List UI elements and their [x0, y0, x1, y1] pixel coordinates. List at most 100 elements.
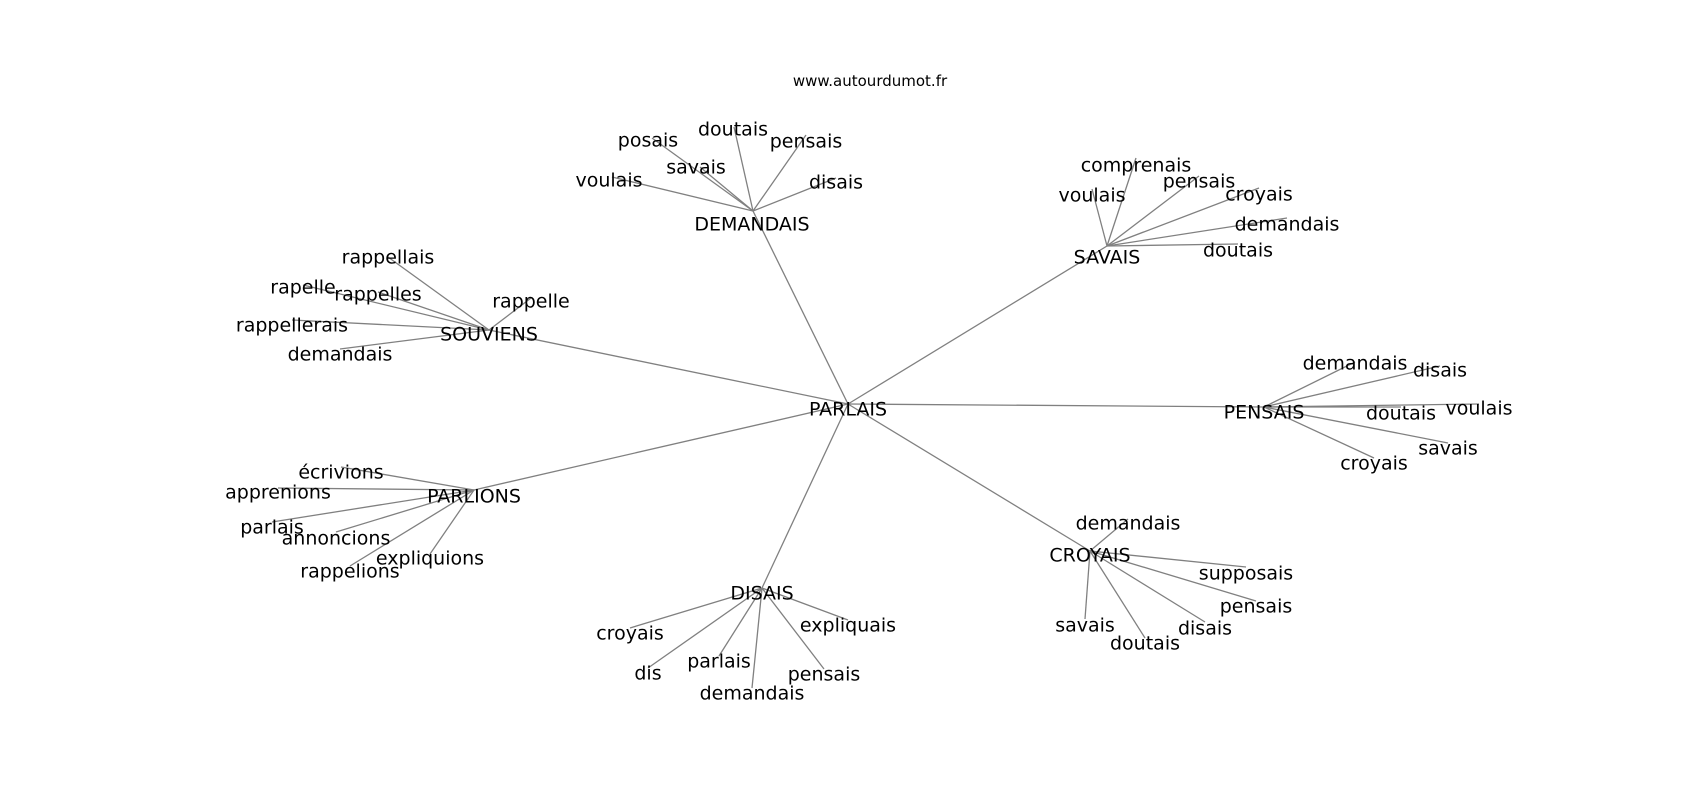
edge-savais-0: [1106, 157, 1137, 247]
leaf-label: voulais: [1445, 398, 1512, 420]
edge-demandais-1: [651, 137, 754, 212]
edge-savais-1: [1091, 188, 1108, 247]
edge-croyais-4: [1089, 550, 1146, 639]
hub-label-souviens: SOUVIENS: [440, 324, 538, 346]
edge-disais-4: [761, 587, 825, 670]
labels: voulaisposaissavaisdoutaispensaisdisaisD…: [225, 119, 1512, 705]
edge-center-souviens: [488, 329, 849, 405]
leaf-label: croyais: [596, 623, 664, 645]
edge-center-parlions: [473, 403, 849, 491]
edge-parlions-4: [429, 489, 475, 555]
leaf-label: supposais: [1199, 563, 1293, 585]
leaf-label: doutais: [1203, 240, 1273, 262]
leaf-label: parlais: [240, 517, 304, 539]
leaf-label: rappellerais: [236, 315, 348, 337]
leaf-label: parlais: [687, 651, 751, 673]
leaf-label: apprenions: [225, 482, 331, 504]
edge-pensais-1: [1263, 365, 1441, 408]
edge-parlions-1: [277, 487, 475, 491]
edge-souviens-5: [339, 329, 490, 350]
leaf-label: dis: [634, 663, 661, 685]
edge-demandais-0: [611, 176, 754, 212]
leaf-label: disais: [1413, 360, 1467, 382]
leaf-label: doutais: [1366, 403, 1436, 425]
leaf-label: rappelle: [492, 291, 570, 313]
edge-croyais-0: [1089, 518, 1129, 552]
leaf-label: annoncions: [282, 528, 391, 550]
edge-demandais-4: [752, 134, 807, 212]
leaf-label: doutais: [1110, 633, 1180, 655]
leaf-label: savais: [666, 157, 726, 179]
leaf-label: posais: [618, 130, 678, 152]
leaf-label: rappelions: [300, 561, 399, 583]
leaf-label: voulais: [575, 170, 642, 192]
edge-croyais-5: [1084, 550, 1091, 620]
edge-croyais-1: [1089, 550, 1247, 568]
edge-pensais-4: [1263, 406, 1449, 444]
hub-label-disais: DISAIS: [730, 583, 793, 605]
edge-croyais-2: [1089, 550, 1257, 602]
edge-center-savais: [847, 245, 1108, 405]
leaf-label: expliquions: [376, 548, 484, 570]
edge-souviens-3: [488, 297, 532, 331]
edge-souviens-2: [377, 291, 490, 331]
leaf-label: voulais: [1058, 185, 1125, 207]
edge-disais-3: [718, 587, 763, 657]
source-watermark: www.autourdumot.fr: [792, 72, 948, 90]
edge-center-pensais: [847, 403, 1265, 408]
edge-disais-2: [647, 587, 763, 669]
edge-disais-0: [629, 587, 763, 629]
edge-demandais-2: [699, 166, 754, 212]
leaf-label: savais: [1418, 438, 1478, 460]
edge-center-disais: [761, 403, 849, 589]
edge-savais-4: [1106, 217, 1288, 247]
leaf-label: croyais: [1340, 453, 1408, 475]
leaf-label: croyais: [1225, 184, 1293, 206]
leaf-label: expliquais: [800, 615, 896, 637]
edge-savais-3: [1106, 187, 1260, 247]
leaf-label: pensais: [1163, 171, 1236, 193]
leaf-label: pensais: [788, 664, 861, 686]
center-label: PARLAIS: [809, 399, 887, 421]
edge-souviens-4: [291, 319, 490, 331]
edge-savais-2: [1106, 175, 1200, 247]
leaf-label: pensais: [1220, 596, 1293, 618]
leaf-label: écrivions: [298, 462, 383, 484]
edge-demandais-5: [752, 177, 837, 212]
hub-label-croyais: CROYAIS: [1049, 545, 1130, 567]
edges: [271, 126, 1480, 689]
leaf-label: disais: [809, 172, 863, 194]
edge-parlions-3: [335, 489, 475, 533]
edge-center-demandais: [752, 210, 849, 405]
leaf-label: demandais: [288, 344, 393, 366]
edge-croyais-3: [1089, 550, 1206, 623]
edge-pensais-3: [1263, 403, 1480, 408]
edge-souviens-1: [302, 284, 490, 331]
hub-label-demandais: DEMANDAIS: [694, 214, 809, 236]
leaf-label: demandais: [1076, 513, 1181, 535]
leaf-label: rapelle: [270, 277, 335, 299]
hub-label-pensais: PENSAIS: [1224, 402, 1305, 424]
edge-demandais-3: [733, 126, 754, 212]
leaf-label: rappellais: [342, 247, 435, 269]
edge-parlions-0: [340, 466, 475, 491]
edge-savais-5: [1106, 243, 1239, 247]
hub-label-parlions: PARLIONS: [427, 486, 521, 508]
leaf-label: demandais: [1235, 214, 1340, 236]
edge-center-croyais: [847, 403, 1091, 552]
edge-parlions-2: [271, 489, 475, 523]
leaf-label: disais: [1178, 618, 1232, 640]
leaf-label: comprenais: [1081, 155, 1192, 177]
leaf-label: doutais: [698, 119, 768, 141]
edge-souviens-0: [387, 256, 490, 331]
leaf-label: demandais: [700, 683, 805, 705]
edge-disais-1: [761, 587, 849, 621]
leaf-label: pensais: [770, 131, 843, 153]
hub-label-savais: SAVAIS: [1074, 247, 1141, 269]
edge-pensais-0: [1263, 361, 1356, 408]
edge-pensais-5: [1263, 406, 1375, 459]
leaf-label: demandais: [1303, 353, 1408, 375]
edge-parlions-5: [349, 489, 475, 567]
